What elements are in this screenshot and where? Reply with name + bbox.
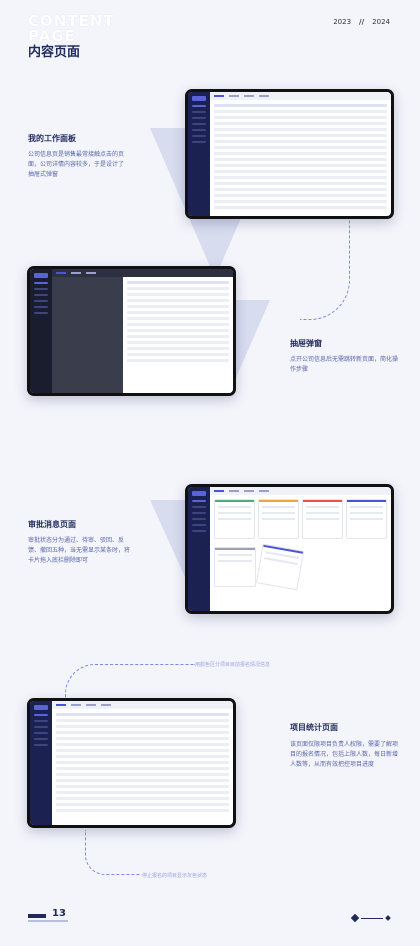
year-end: 2024 [372, 18, 390, 26]
note-stopped-gray: 停止报名的项目显示灰色状态 [142, 873, 208, 879]
year-start: 2023 [333, 18, 352, 26]
header-title-cn: 内容页面 [28, 45, 81, 60]
section-title-project-stats: 项目统计页面 [290, 723, 338, 732]
workbench-screenshot [185, 89, 394, 219]
connector-1 [300, 220, 350, 320]
footer-logo [28, 914, 68, 922]
section-desc-drawer: 点开公司信息后无需跳转新页面，简化操作步骤 [290, 356, 399, 373]
drawer-screenshot [27, 266, 236, 396]
section-title-drawer: 抽屉弹窗 [290, 339, 322, 348]
section-desc-project-stats: 该页面仅限项目负责人权限，需要了解项目的报名情况，包括上限人数，每日新增人数等，… [290, 741, 399, 768]
approval-screenshot [185, 484, 394, 614]
sidebar [188, 92, 210, 216]
project-stats-screenshot [27, 698, 236, 828]
section-desc-approval: 审批状态分为通过、待审、驳回、反馈、撤回五种，当无需显示某条时，将卡片拖入底栏删… [28, 537, 131, 564]
footer-arrow-icon [350, 913, 391, 923]
header-title-en: CONTENT PAGE [28, 12, 115, 45]
section-desc-workbench: 公司信息页是销售最常接触点击的页面，公司详情内容较多，于是设计了抽屉式弹窗 [28, 151, 125, 178]
year-separator: // [359, 18, 365, 26]
note-color-status: 用颜色区分项目目前报名情况信息 [195, 662, 271, 668]
section-title-approval: 审批消息页面 [28, 520, 76, 529]
page-number: 13 [52, 908, 66, 919]
year-range: 2023 // 2024 [333, 18, 390, 26]
connector-3 [85, 830, 140, 875]
section-title-workbench: 我的工作面板 [28, 134, 76, 143]
